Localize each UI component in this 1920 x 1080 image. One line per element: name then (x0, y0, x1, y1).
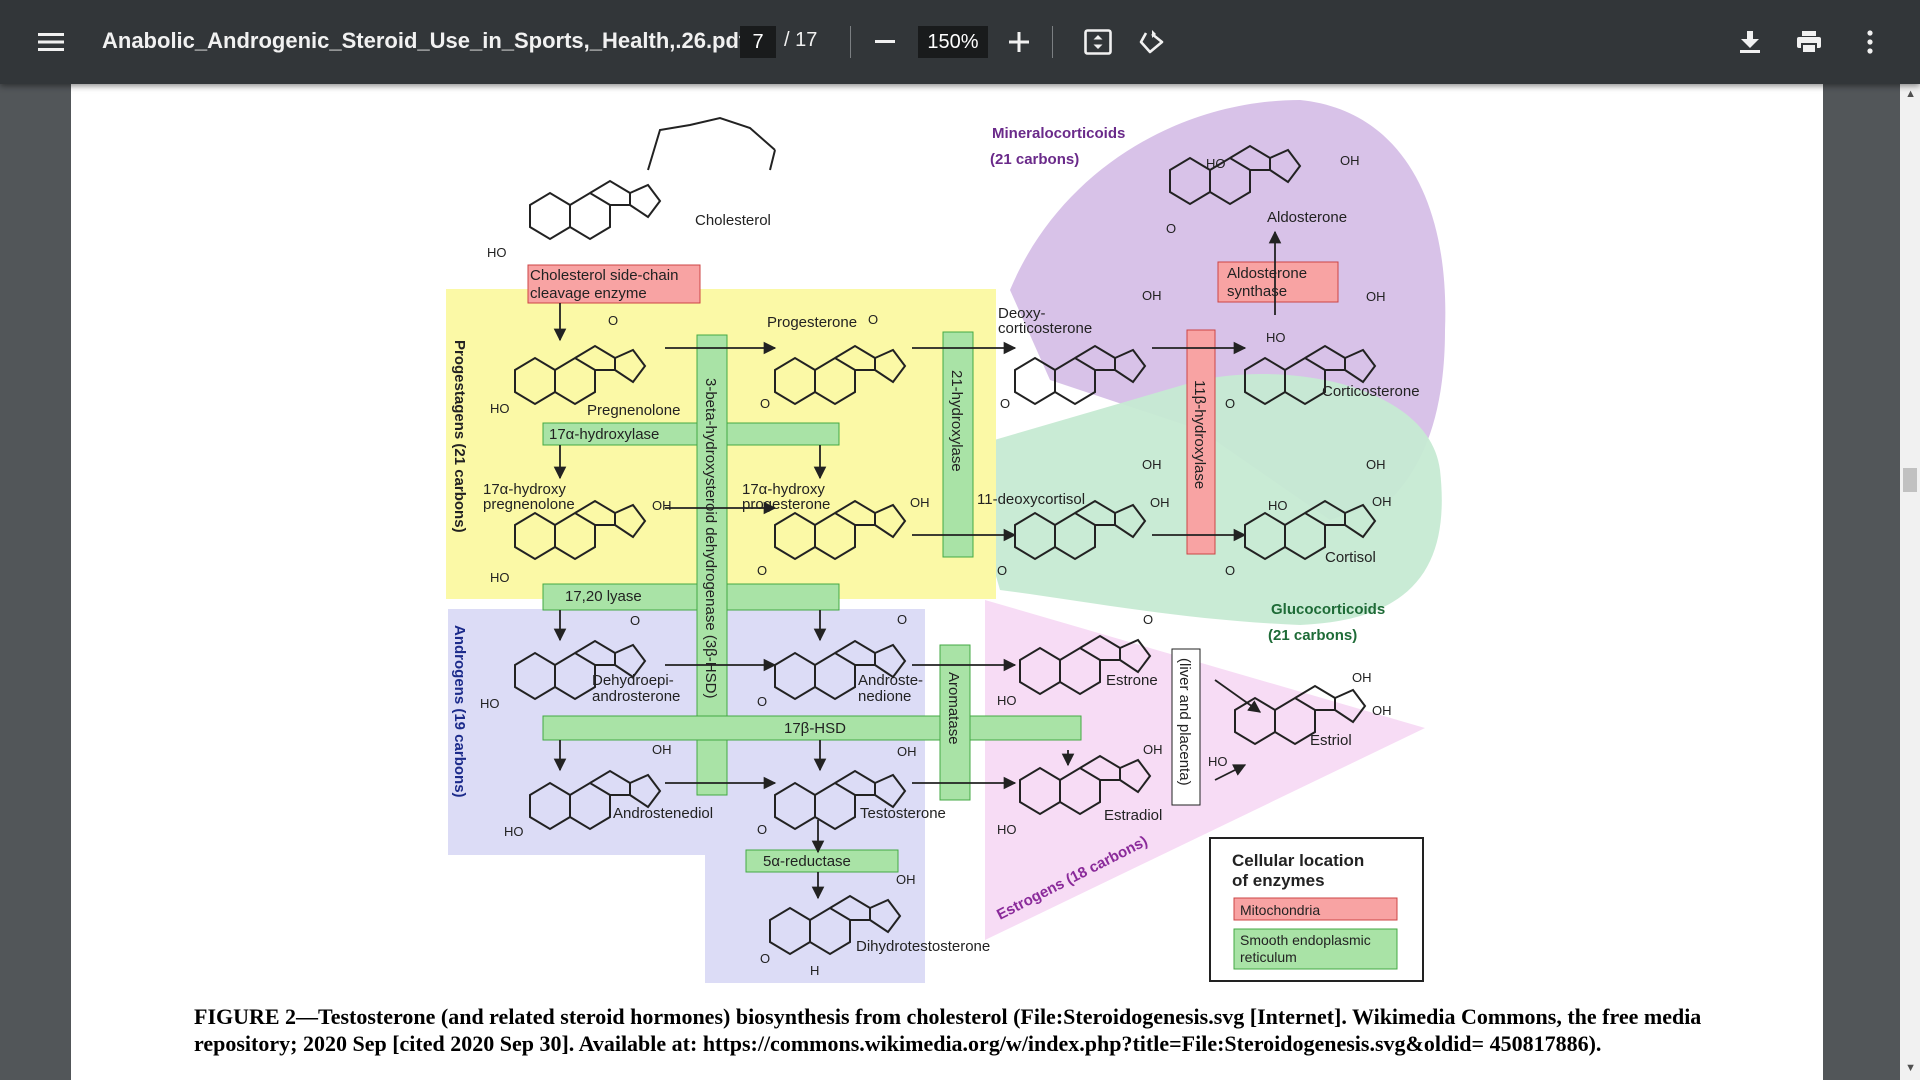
zoom-in-icon[interactable] (1002, 26, 1036, 58)
zoom-out-icon[interactable] (868, 26, 902, 58)
scrollbar-thumb[interactable] (1903, 468, 1917, 492)
page-number-input[interactable]: 7 (740, 26, 776, 58)
pdf-page (71, 84, 1823, 1080)
toolbar-divider (1052, 26, 1053, 58)
pdf-toolbar: Anabolic_Androgenic_Steroid_Use_in_Sport… (0, 0, 1920, 84)
print-icon[interactable] (1791, 24, 1827, 60)
scroll-down-icon[interactable]: ▼ (1905, 1062, 1916, 1074)
toolbar-divider (850, 26, 851, 58)
download-icon[interactable] (1732, 24, 1768, 60)
menu-icon[interactable] (34, 24, 68, 60)
figure-caption: FIGURE 2—Testosterone (and related stero… (194, 1004, 1702, 1056)
rotate-icon[interactable] (1134, 24, 1170, 60)
scroll-up-icon[interactable]: ▲ (1905, 88, 1916, 100)
page-total: / 17 (784, 29, 818, 51)
more-options-icon[interactable] (1852, 24, 1888, 60)
document-viewer[interactable] (0, 84, 1920, 1080)
document-title: Anabolic_Androgenic_Steroid_Use_in_Sport… (102, 28, 747, 53)
fit-page-icon[interactable] (1080, 24, 1116, 60)
vertical-scrollbar[interactable]: ▲ ▼ (1900, 84, 1920, 1080)
zoom-level-input[interactable]: 150% (918, 26, 988, 58)
